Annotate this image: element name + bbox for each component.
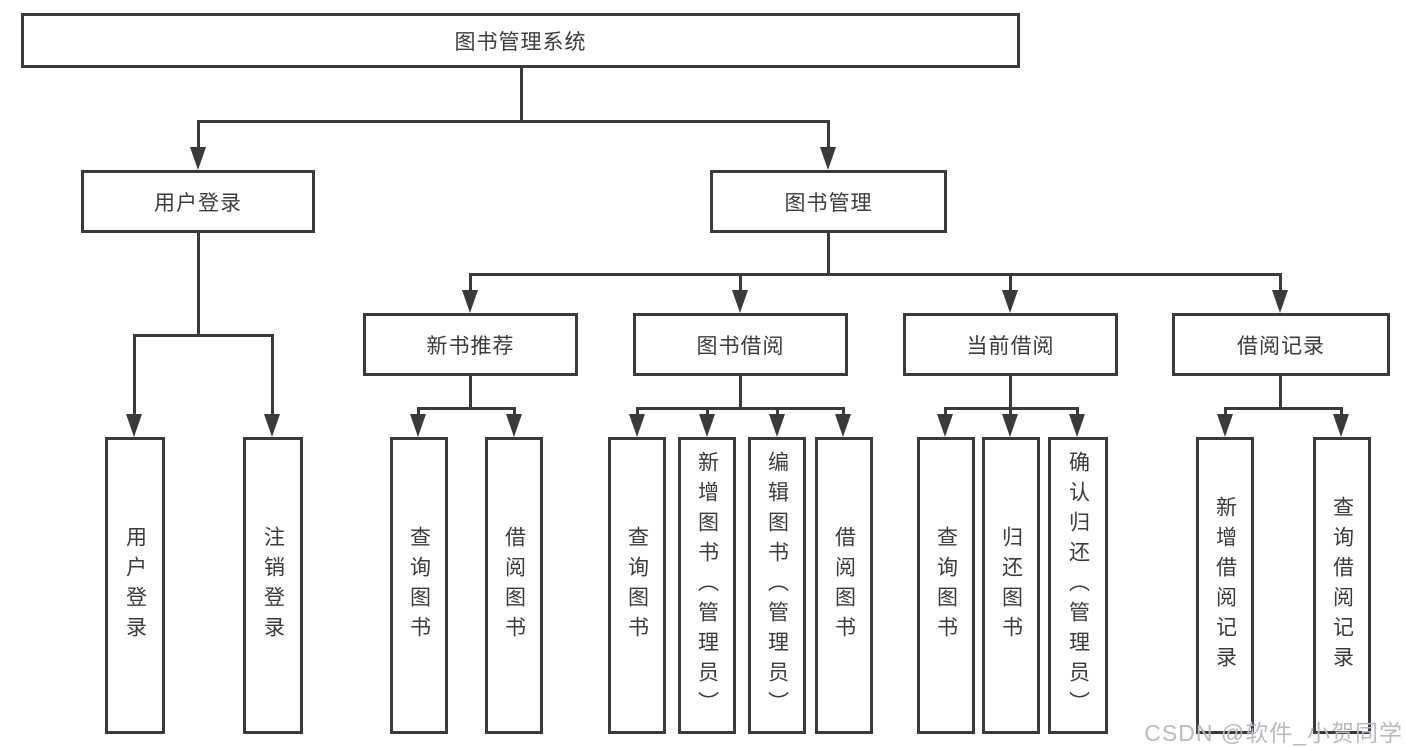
node-user-login-label: 用户登录 [154,191,242,215]
leaf-new-query-books: 查询图书 [390,437,448,734]
connector-new-bar [417,407,516,410]
connector-root-drop-login [197,120,200,152]
node-new-book-recommend-label: 新书推荐 [426,334,515,358]
watermark: CSDN @软件_小贺同学 [1144,720,1403,746]
connector-borrow-drop-2 [706,407,709,419]
leaf-logout: 注销登录 [243,437,303,734]
connector-root-drop-mgmt [827,120,830,152]
leaf-current-query-books: 查询图书 [917,437,975,734]
connector-mgmt-drop-2 [739,273,742,295]
arrowhead-user-login [190,147,206,170]
arrowhead-new-book-recommend [462,290,478,313]
leaf-borrow-borrow-books-label: 借阅图书 [832,525,856,646]
node-root: 图书管理系统 [21,13,1020,68]
node-current-borrowing: 当前借阅 [903,313,1118,376]
arrowhead-edit-books [769,414,785,437]
leaf-logout-label: 注销登录 [261,525,285,646]
arrowhead-new-borrow [506,414,522,437]
arrowhead-book-borrowing [732,290,748,313]
connector-new-drop-1 [417,407,420,419]
node-borrow-records: 借阅记录 [1172,313,1390,376]
connector-login-drop-1 [133,334,136,419]
connector-login-bar [133,334,274,337]
node-book-borrowing-label: 图书借阅 [696,334,785,358]
arrowhead-add-record [1217,414,1233,437]
node-user-login: 用户登录 [81,170,315,233]
arrowhead-current-query [937,414,953,437]
node-book-borrowing: 图书借阅 [633,313,848,376]
arrowhead-new-query [410,414,426,437]
connector-borrow-drop-1 [636,407,639,419]
leaf-new-borrow-books-label: 借阅图书 [502,525,526,646]
leaf-add-books-admin-label: 新增图书（管理员） [695,450,719,721]
connector-current-drop-3 [1076,407,1079,419]
node-borrow-records-label: 借阅记录 [1237,334,1325,358]
connector-mgmt-drop-4 [1279,273,1282,295]
connector-login-stem [197,233,200,337]
connector-root-stem [520,68,523,122]
connector-mgmt-bar [469,273,1282,276]
leaf-return-books-label: 归还图书 [999,525,1023,646]
connector-root-bar [197,120,830,123]
leaf-edit-books-admin: 编辑图书（管理员） [748,437,806,734]
connector-mgmt-drop-3 [1009,273,1012,295]
arrowhead-confirm-return [1069,414,1085,437]
leaf-query-borrow-record: 查询借阅记录 [1313,437,1371,734]
connector-records-drop-2 [1340,407,1343,419]
arrowhead-add-books [699,414,715,437]
arrowhead-borrow-query [629,414,645,437]
leaf-add-borrow-record-label: 新增借阅记录 [1213,495,1237,676]
arrowhead-current-borrowing [1002,290,1018,313]
leaf-query-borrow-record-label: 查询借阅记录 [1330,495,1354,676]
leaf-edit-books-admin-label: 编辑图书（管理员） [765,450,789,721]
node-root-label: 图书管理系统 [454,30,587,54]
leaf-current-query-books-label: 查询图书 [934,525,958,646]
arrowhead-book-management [820,147,836,170]
arrowhead-leaf-logout [264,414,280,437]
arrowhead-borrow-books [835,414,851,437]
leaf-new-query-books-label: 查询图书 [407,525,431,646]
node-current-borrowing-label: 当前借阅 [966,334,1055,358]
leaf-borrow-borrow-books: 借阅图书 [815,437,873,734]
connector-mgmt-stem [827,233,830,276]
arrowhead-return-books [1002,414,1018,437]
leaf-add-books-admin: 新增图书（管理员） [678,437,736,734]
arrowhead-query-record [1333,414,1349,437]
connector-login-drop-2 [271,334,274,419]
leaf-user-login-label: 用户登录 [123,525,147,646]
connector-records-drop-1 [1224,407,1227,419]
leaf-add-borrow-record: 新增借阅记录 [1196,437,1254,734]
leaf-return-books: 归还图书 [982,437,1040,734]
leaf-user-login: 用户登录 [105,437,165,734]
connector-records-stem [1279,376,1282,410]
node-new-book-recommend: 新书推荐 [363,313,578,376]
leaf-new-borrow-books: 借阅图书 [485,437,543,734]
connector-mgmt-drop-1 [469,273,472,295]
leaf-borrow-query-books: 查询图书 [608,437,666,734]
connector-borrow-stem [739,376,742,410]
connector-borrow-bar [636,407,845,410]
connector-borrow-drop-4 [842,407,845,419]
node-book-management: 图书管理 [710,170,947,233]
arrowhead-leaf-user-login [126,414,142,437]
leaf-confirm-return-admin: 确认归还（管理员） [1048,437,1108,734]
leaf-confirm-return-admin-label: 确认归还（管理员） [1066,450,1090,721]
connector-records-bar [1224,407,1342,410]
leaf-borrow-query-books-label: 查询图书 [625,525,649,646]
connector-new-stem [469,376,472,410]
connector-current-drop-2 [1009,407,1012,419]
connector-new-drop-2 [513,407,516,419]
connector-borrow-drop-3 [776,407,779,419]
node-book-management-label: 图书管理 [784,191,873,215]
arrowhead-borrow-records [1272,290,1288,313]
connector-current-drop-1 [944,407,947,419]
connector-current-stem [1009,376,1012,410]
